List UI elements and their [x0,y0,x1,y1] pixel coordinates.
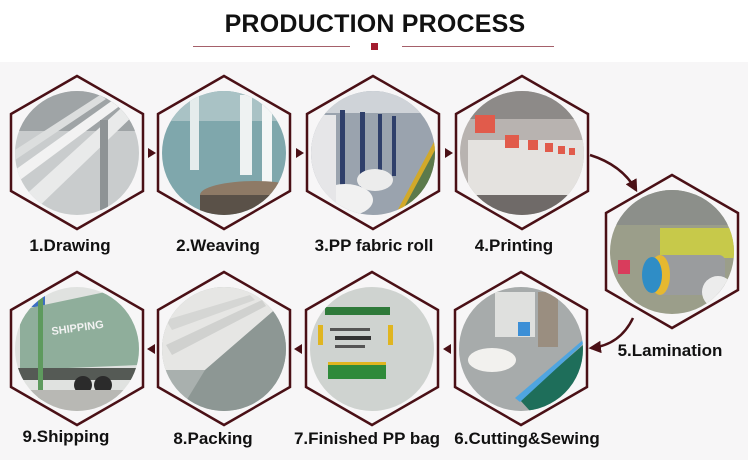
step-2-node [156,74,292,231]
step-2-label: 2.Weaving [176,236,260,255]
step-8-label: 8.Packing [173,429,253,448]
title-divider-right [402,46,554,47]
title-divider-square [371,43,378,50]
step-8-node [156,270,292,427]
step-5-label: 5.Lamination [617,341,723,360]
yarn-drawing-machine-photo [15,91,139,215]
step-5-node [604,173,740,330]
arrow-right-icon [296,148,304,158]
step-1-node [9,74,145,231]
arrow-left-icon [294,344,302,354]
curved-arrow-icon [589,153,638,193]
step-6-label: 6.Cutting&Sewing [454,429,600,448]
step-4-node [454,74,590,231]
fabric-roll-factory-photo [311,91,435,215]
arrow-left-icon [443,344,451,354]
step-3-node [305,74,441,231]
arrow-right-icon [148,148,156,158]
packed-bales-photo [162,287,286,411]
step-9-node: SHIPPING [9,270,145,427]
page-title: PRODUCTION PROCESS [224,10,526,38]
lamination-machine-photo [610,190,734,314]
cutting-sewing-machine-photo [459,287,583,411]
step-6-node [453,270,589,427]
title-divider-left [193,46,350,47]
circular-loom-photo [162,91,286,215]
step-7-label: 7.Finished PP bag [293,429,441,448]
curved-arrow-icon [588,317,635,354]
printing-press-line-photo [460,91,584,215]
finished-pp-bag-photo [310,287,434,411]
arrow-right-icon [445,148,453,158]
shipping-container-truck-photo: SHIPPING [15,287,139,411]
step-9-label: 9.Shipping [22,427,110,446]
step-3-label: 3.PP fabric roll [314,236,434,255]
step-1-label: 1.Drawing [29,236,111,255]
step-7-node [304,270,440,427]
arrow-left-icon [147,344,155,354]
step-4-label: 4.Printing [474,236,554,255]
